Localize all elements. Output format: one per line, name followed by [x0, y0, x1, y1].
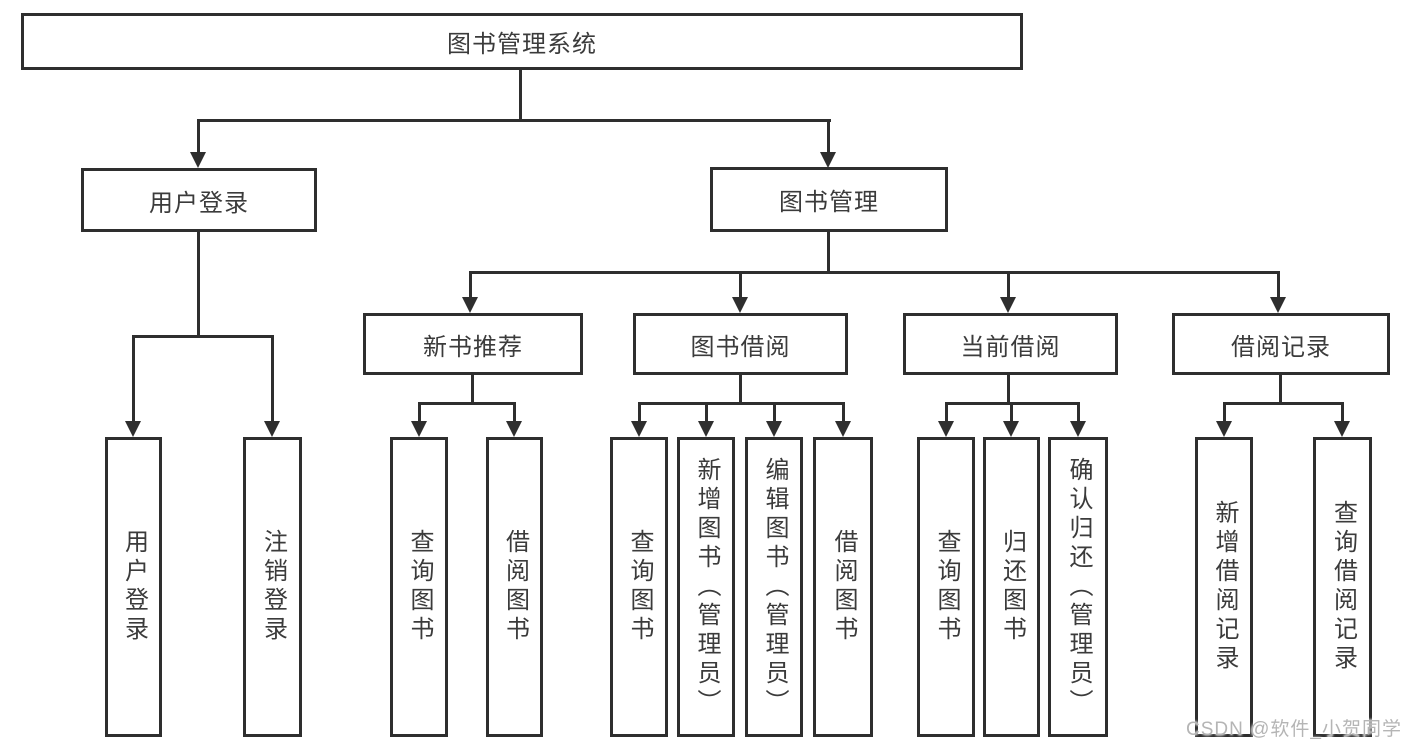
- node-book-borrow: 图书借阅: [633, 313, 848, 375]
- arrow-down-icon: [1270, 297, 1286, 313]
- node-current-borrow: 当前借阅: [903, 313, 1118, 375]
- leaf-query-borrow-record: 查询借阅记录: [1313, 437, 1372, 737]
- arrow-down-icon: [190, 152, 206, 168]
- connector-user-login-stub: [197, 232, 200, 338]
- node-new-book-recommend: 新书推荐: [363, 313, 583, 375]
- leaf-label: 查询图书: [406, 529, 433, 645]
- node-label: 当前借阅: [960, 333, 1061, 361]
- arrow-down-icon: [264, 421, 280, 437]
- node-label: 图书借阅: [690, 333, 791, 361]
- leaf-label: 归还图书: [998, 529, 1026, 645]
- connector-arrow-shaft: [1277, 271, 1280, 299]
- arrow-down-icon: [1070, 421, 1086, 437]
- connector-arrow-shaft: [827, 119, 830, 154]
- connector-arrow-shaft: [1077, 402, 1080, 423]
- connector-user-login-split: [132, 335, 274, 338]
- node-label: 新书推荐: [423, 333, 523, 361]
- leaf-borrow-books: 借阅图书: [813, 437, 873, 737]
- arrow-down-icon: [1000, 297, 1016, 313]
- connector-arrow-shaft: [418, 402, 421, 423]
- arrow-down-icon: [1216, 421, 1232, 437]
- leaf-user-login: 用户登录: [105, 437, 162, 737]
- connector-book-mgmt-split: [469, 271, 1280, 274]
- leaf-add-book-admin: 新增图书（管理员）: [677, 437, 735, 737]
- connector-arrow-shaft: [773, 402, 776, 423]
- connector-arrow-shaft: [1010, 402, 1013, 423]
- arrow-down-icon: [1334, 421, 1350, 437]
- connector-arrow-shaft: [513, 402, 516, 423]
- node-borrow-records: 借阅记录: [1172, 313, 1390, 375]
- node-book-management: 图书管理: [710, 167, 948, 232]
- connector-arrow-shaft: [1007, 271, 1010, 299]
- arrow-down-icon: [631, 421, 647, 437]
- connector-arrow-shaft: [132, 335, 135, 423]
- connector-root-split: [197, 119, 831, 122]
- arrow-down-icon: [938, 421, 954, 437]
- arrow-down-icon: [462, 297, 478, 313]
- node-library-management-system: 图书管理系统: [21, 13, 1023, 70]
- node-label: 图书管理: [779, 189, 879, 216]
- arrow-down-icon: [732, 297, 748, 313]
- connector-borrow-records-split: [1223, 402, 1344, 405]
- leaf-query-books-recommend: 查询图书: [390, 437, 448, 737]
- leaf-query-books-borrow: 查询图书: [610, 437, 668, 737]
- node-label: 借阅记录: [1231, 333, 1331, 361]
- leaf-borrow-books-recommend: 借阅图书: [486, 437, 543, 737]
- connector-arrow-shaft: [638, 402, 641, 423]
- leaf-logout: 注销登录: [243, 437, 302, 737]
- connector-book-mgmt-stub: [827, 232, 830, 273]
- leaf-label: 编辑图书（管理员）: [761, 456, 788, 718]
- leaf-label: 借阅图书: [830, 529, 857, 645]
- leaf-return-book: 归还图书: [983, 437, 1040, 737]
- connector-arrow-shaft: [1223, 402, 1226, 423]
- connector-book-borrow-split: [638, 402, 845, 405]
- connector-new-book-stub: [471, 375, 474, 405]
- arrow-down-icon: [698, 421, 714, 437]
- arrow-down-icon: [506, 421, 522, 437]
- leaf-label: 新增借阅记录: [1211, 500, 1238, 674]
- arrow-down-icon: [411, 421, 427, 437]
- watermark: CSDN @软件_小贺同学: [1186, 719, 1402, 740]
- connector-root-stub: [519, 70, 522, 121]
- leaf-edit-book-admin: 编辑图书（管理员）: [745, 437, 803, 737]
- node-label: 图书管理系统: [447, 31, 597, 58]
- leaf-label: 查询借阅记录: [1329, 500, 1357, 674]
- leaf-label: 确认归还（管理员）: [1065, 456, 1092, 718]
- connector-new-book-split: [418, 402, 516, 405]
- leaf-label: 查询图书: [933, 529, 960, 645]
- leaf-label: 用户登录: [120, 529, 148, 645]
- connector-arrow-shaft: [469, 271, 472, 299]
- leaf-label: 借阅图书: [501, 529, 529, 645]
- arrow-down-icon: [820, 152, 836, 168]
- node-label: 用户登录: [149, 189, 249, 217]
- leaf-label: 新增图书（管理员）: [693, 456, 720, 718]
- connector-arrow-shaft: [739, 271, 742, 299]
- arrow-down-icon: [835, 421, 851, 437]
- arrow-down-icon: [125, 421, 141, 437]
- arrow-down-icon: [1003, 421, 1019, 437]
- connector-arrow-shaft: [1341, 402, 1344, 423]
- leaf-label: 查询图书: [626, 529, 653, 645]
- arrow-down-icon: [766, 421, 782, 437]
- leaf-confirm-return-admin: 确认归还（管理员）: [1048, 437, 1108, 737]
- node-user-login: 用户登录: [81, 168, 317, 232]
- connector-borrow-records-stub: [1279, 375, 1282, 405]
- connector-book-borrow-stub: [739, 375, 742, 405]
- connector-current-borrow-stub: [1007, 375, 1010, 405]
- connector-arrow-shaft: [271, 335, 274, 423]
- leaf-add-borrow-record: 新增借阅记录: [1195, 437, 1253, 737]
- leaf-query-books-current: 查询图书: [917, 437, 975, 737]
- connector-arrow-shaft: [705, 402, 708, 423]
- leaf-label: 注销登录: [259, 529, 287, 645]
- connector-arrow-shaft: [842, 402, 845, 423]
- connector-arrow-shaft: [945, 402, 948, 423]
- connector-arrow-shaft: [197, 119, 200, 154]
